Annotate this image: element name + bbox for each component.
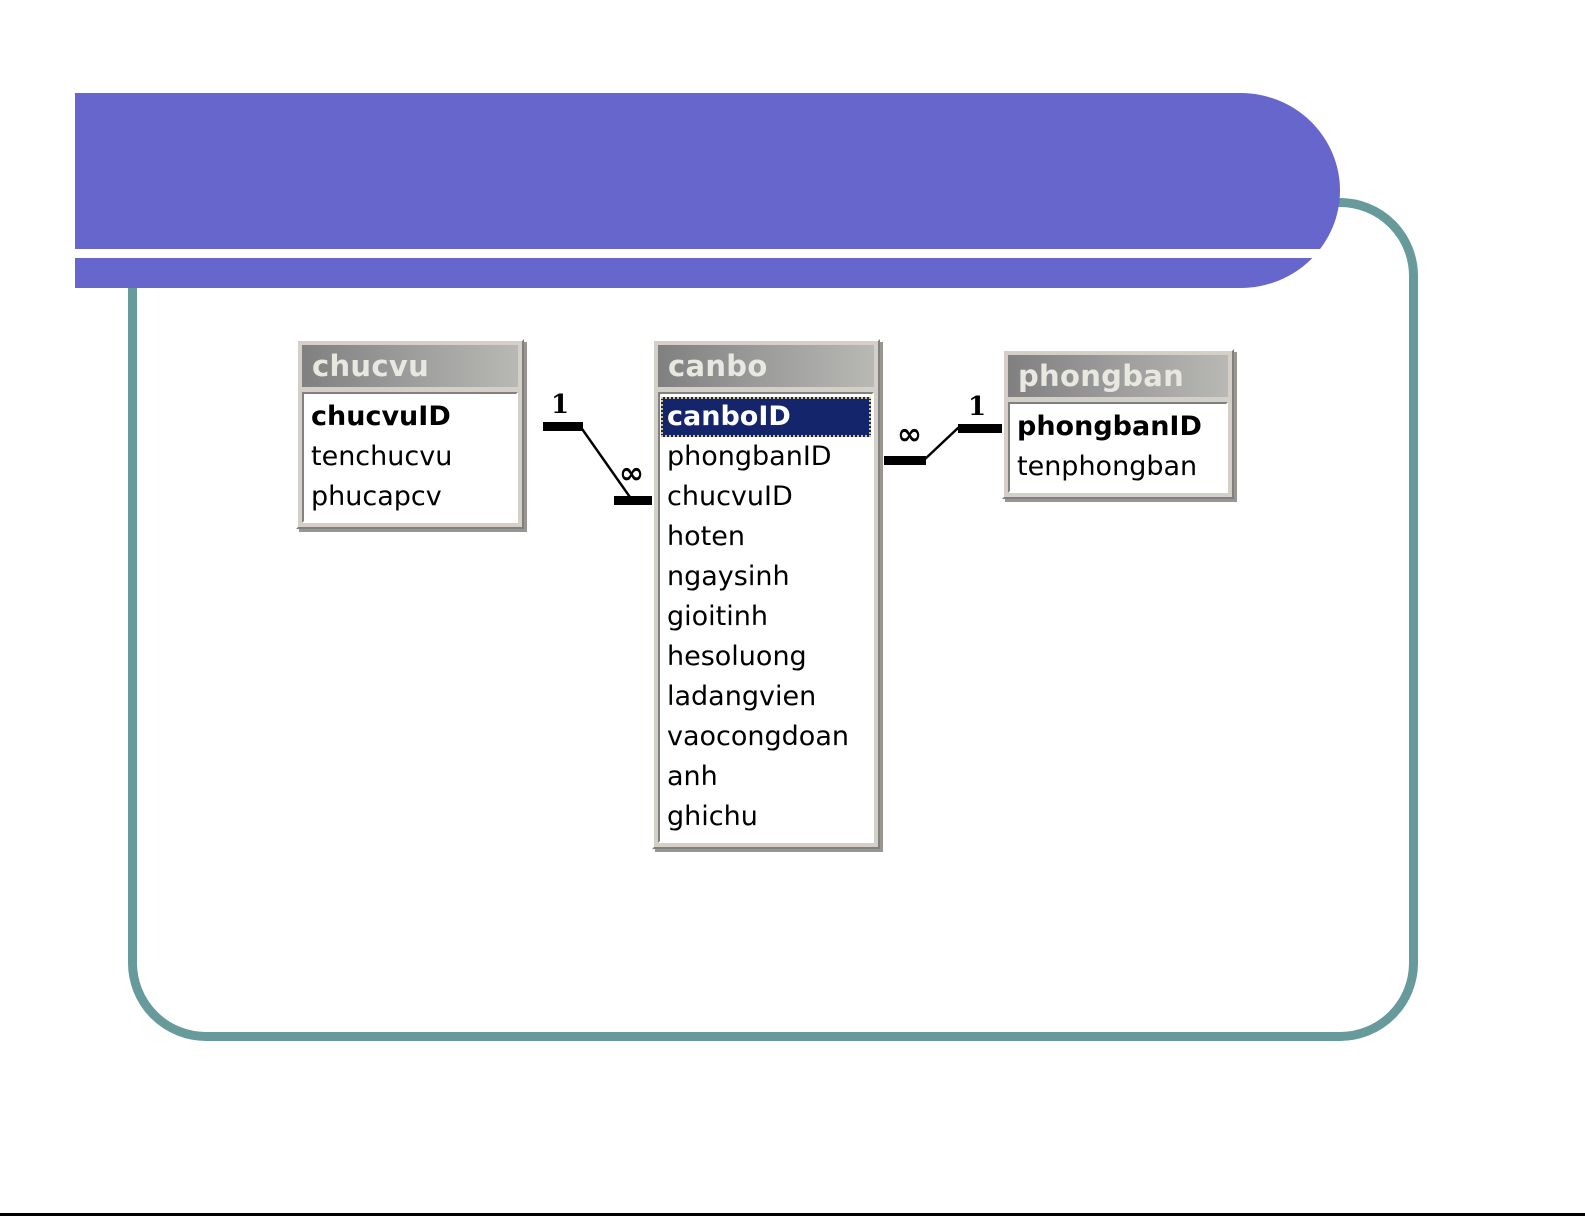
cardinality-stub-one-chucvu (543, 422, 583, 431)
er-table-chucvu[interactable]: chucvu chucvuID tenchucvu phucapcv (296, 339, 524, 529)
er-table-canbo[interactable]: canbo canboID phongbanID chucvuID hoten … (652, 339, 880, 849)
cardinality-label-many-canbo-left: ∞ (619, 456, 644, 491)
er-field-canbo-anh[interactable]: anh (667, 761, 718, 792)
er-field-chucvu-phucapcv[interactable]: phucapcv (311, 481, 442, 512)
cardinality-label-one-phongban: 1 (968, 392, 987, 422)
er-field-phongban-phongbanID[interactable]: phongbanID (1017, 411, 1202, 442)
er-field-canbo-ngaysinh[interactable]: ngaysinh (667, 561, 790, 592)
cardinality-stub-many-canbo-right (884, 456, 926, 465)
er-table-title-canbo[interactable]: canbo (658, 345, 874, 387)
er-field-chucvu-tenchucvu[interactable]: tenchucvu (311, 441, 453, 472)
er-table-title-phongban[interactable]: phongban (1008, 355, 1228, 397)
cardinality-stub-many-canbo-left (614, 496, 654, 505)
cardinality-stub-one-phongban (958, 424, 1004, 433)
er-field-canbo-ghichu[interactable]: ghichu (667, 801, 758, 832)
relationship-line-canbo-phongban[interactable] (872, 400, 1022, 490)
cardinality-label-one-chucvu: 1 (551, 390, 570, 420)
er-field-canbo-ladangvien[interactable]: ladangvien (667, 681, 817, 712)
er-field-canbo-hoten[interactable]: hoten (667, 521, 745, 552)
cardinality-label-many-canbo-right: ∞ (897, 417, 922, 452)
er-table-title-chucvu[interactable]: chucvu (302, 345, 518, 387)
er-field-list-chucvu[interactable]: chucvuID tenchucvu phucapcv (302, 392, 518, 523)
er-field-list-phongban[interactable]: phongbanID tenphongban (1008, 402, 1228, 493)
er-field-canbo-hesoluong[interactable]: hesoluong (667, 641, 807, 672)
slide-bottom-rule (0, 1213, 1585, 1216)
er-field-chucvu-chucvuID[interactable]: chucvuID (311, 401, 451, 432)
er-field-canbo-chucvuID[interactable]: chucvuID (667, 481, 793, 512)
er-field-canbo-gioitinh[interactable]: gioitinh (667, 601, 768, 632)
er-field-canbo-vaocongdoan[interactable]: vaocongdoan (667, 721, 849, 752)
er-field-canbo-phongbanID[interactable]: phongbanID (667, 441, 832, 472)
title-banner-rule (75, 249, 1330, 258)
er-field-phongban-tenphongban[interactable]: tenphongban (1017, 451, 1198, 482)
er-table-phongban[interactable]: phongban phongbanID tenphongban (1002, 349, 1234, 499)
er-field-list-canbo[interactable]: canboID phongbanID chucvuID hoten ngaysi… (658, 392, 874, 843)
er-field-canbo-canboID[interactable]: canboID (661, 397, 871, 437)
